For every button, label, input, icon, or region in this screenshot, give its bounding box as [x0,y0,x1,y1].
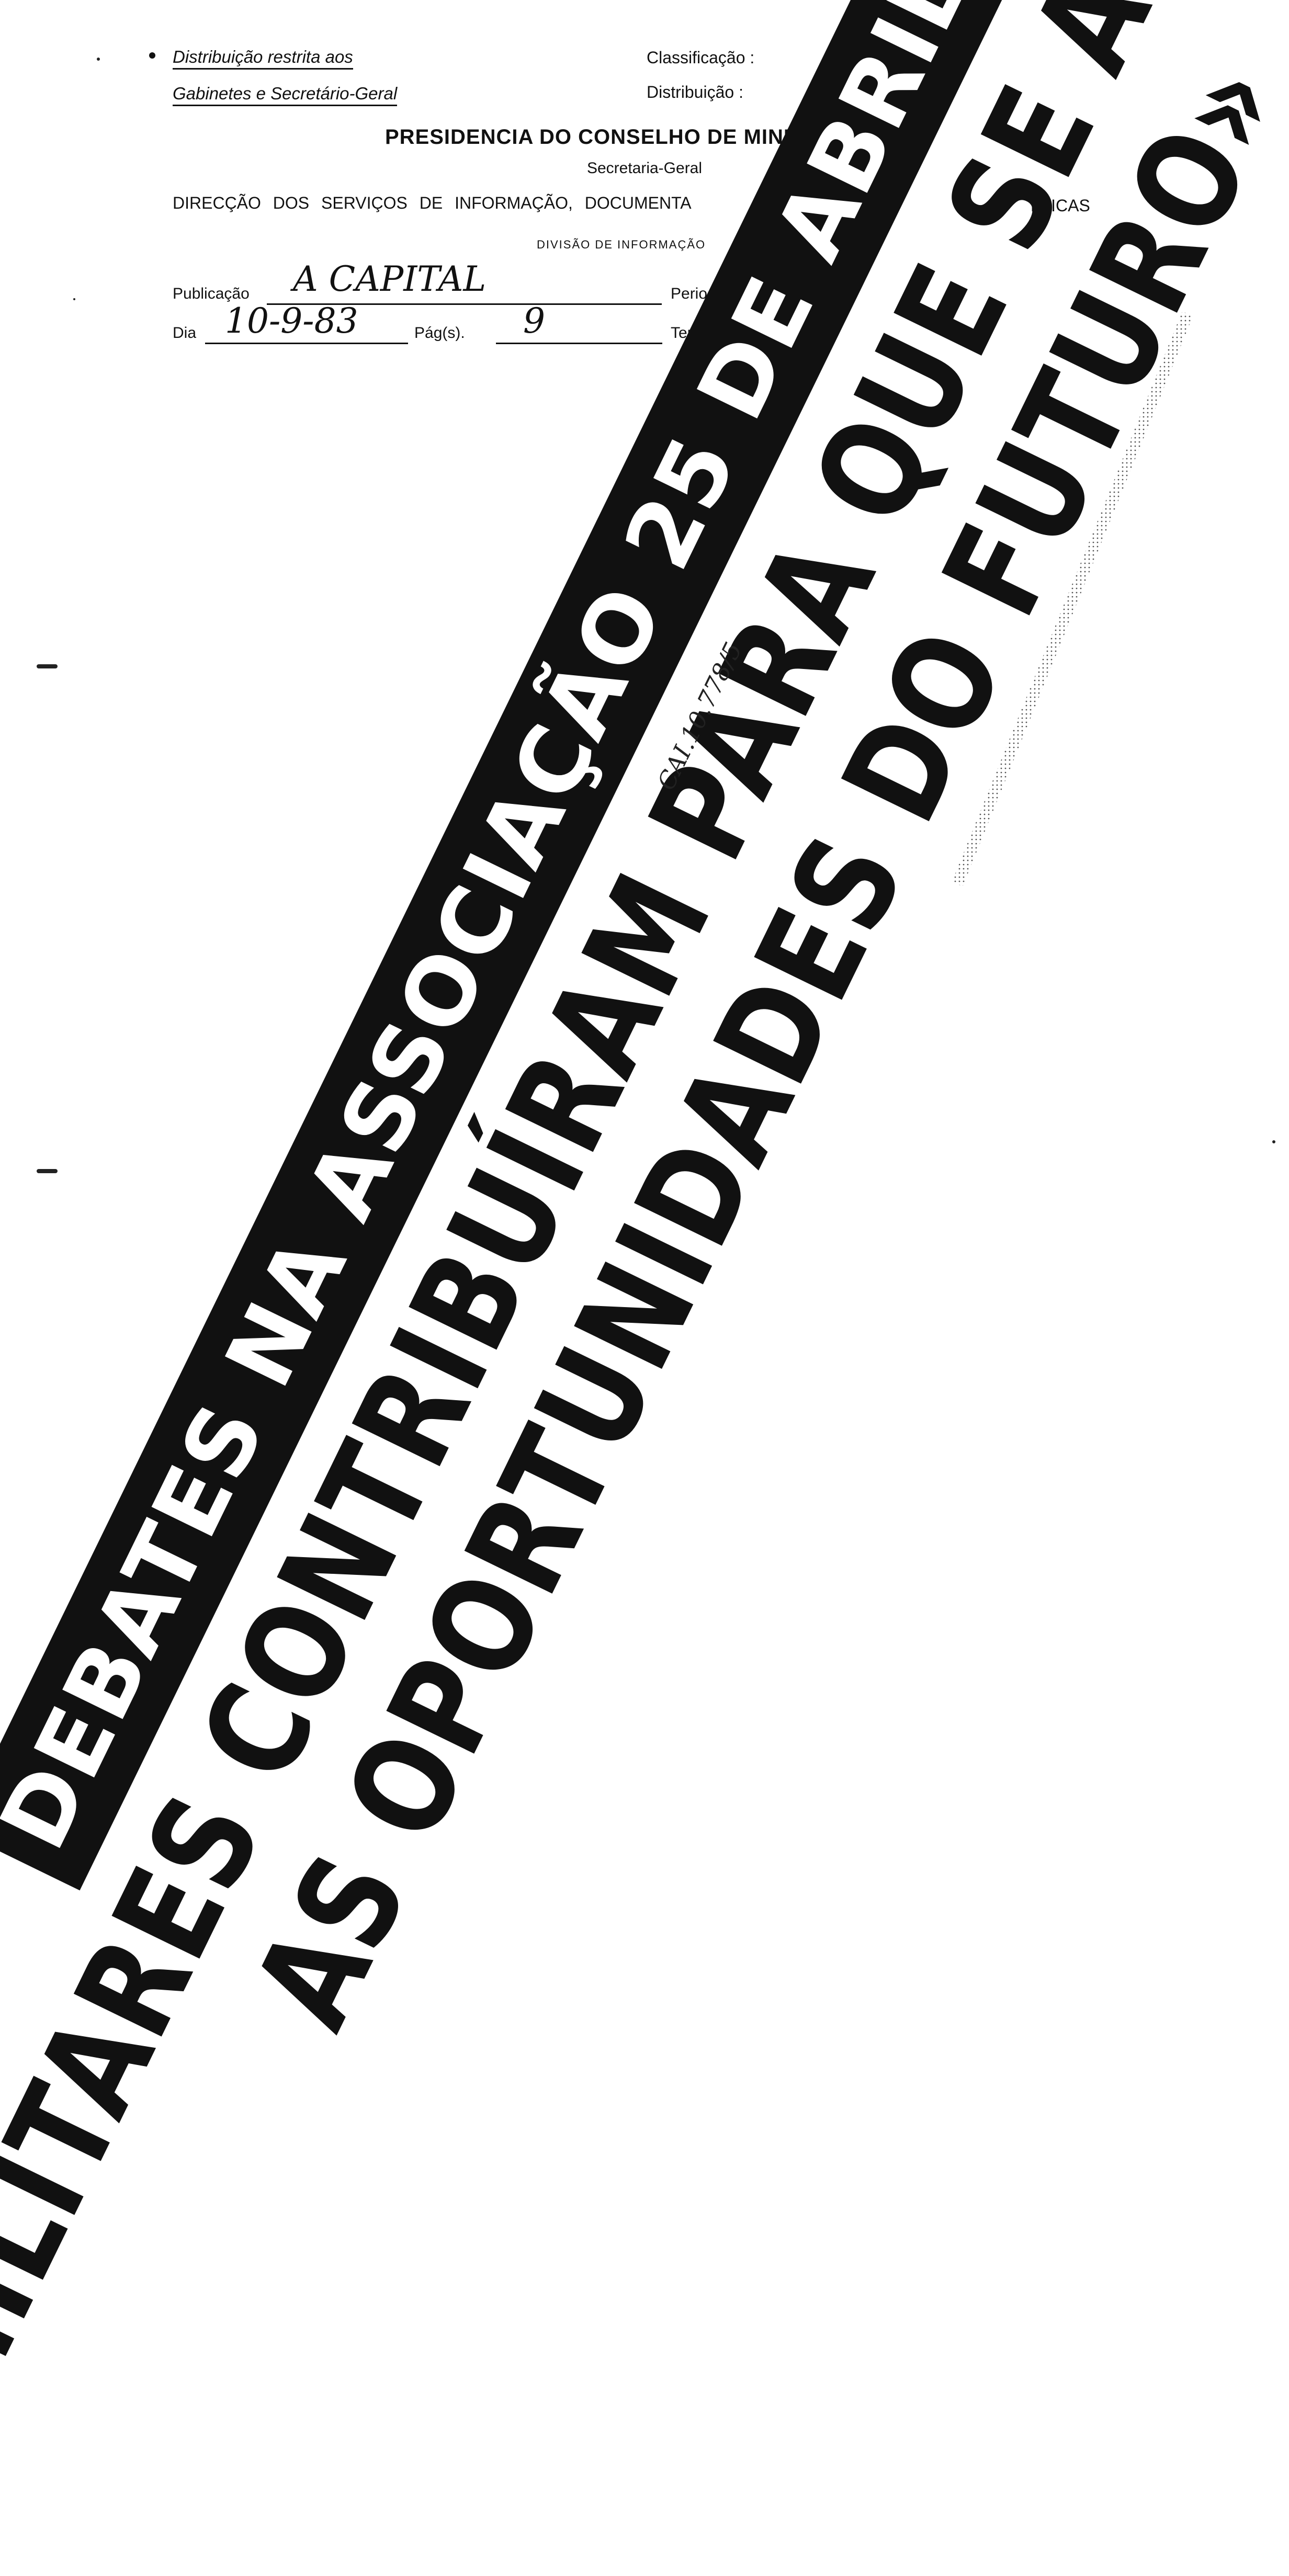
scan-mark [97,58,100,61]
distribution-line-1: Distribuição restrita aos [173,47,353,70]
scan-mark [73,298,75,300]
distribution-text-2: Gabinetes e Secretário-Geral [173,84,398,106]
services-title-right: BLICAS [1031,196,1090,215]
clipping-edge-shading [952,311,1193,887]
secretariat-title: Secretaria-Geral [586,160,703,177]
distribution-text-1: Distribuição restrita aos [173,47,353,70]
pags-label: Pág(s). [414,324,465,342]
dia-underline [205,343,408,344]
pags-underline [496,343,662,344]
services-title-left: DIRECÇÃO DOS SERVIÇOS DE INFORMAÇÃO, DOC… [173,194,692,212]
publicacao-label: Publicação [173,285,250,302]
division-title: DIVISÃO DE INFORMAÇÃO [537,238,706,251]
bullet-mark [149,52,155,59]
publicacao-underline [267,303,662,305]
scan-mark [37,664,58,668]
pags-handwritten: 9 [523,301,545,341]
scan-mark [37,1169,58,1173]
organization-title: PRESIDENCIA DO CONSELHO DE MINIS [385,126,805,149]
dia-label: Dia [173,324,197,342]
publicacao-handwritten: A CAPITAL [293,259,487,299]
distribution-line-2: Gabinetes e Secretário-Geral [173,84,398,106]
distribuicao-label: Distribuição : [647,83,743,101]
dia-handwritten: 10-9-83 [225,301,358,341]
classificacao-label: Classificação : [647,48,755,67]
scan-mark [1272,1140,1275,1143]
